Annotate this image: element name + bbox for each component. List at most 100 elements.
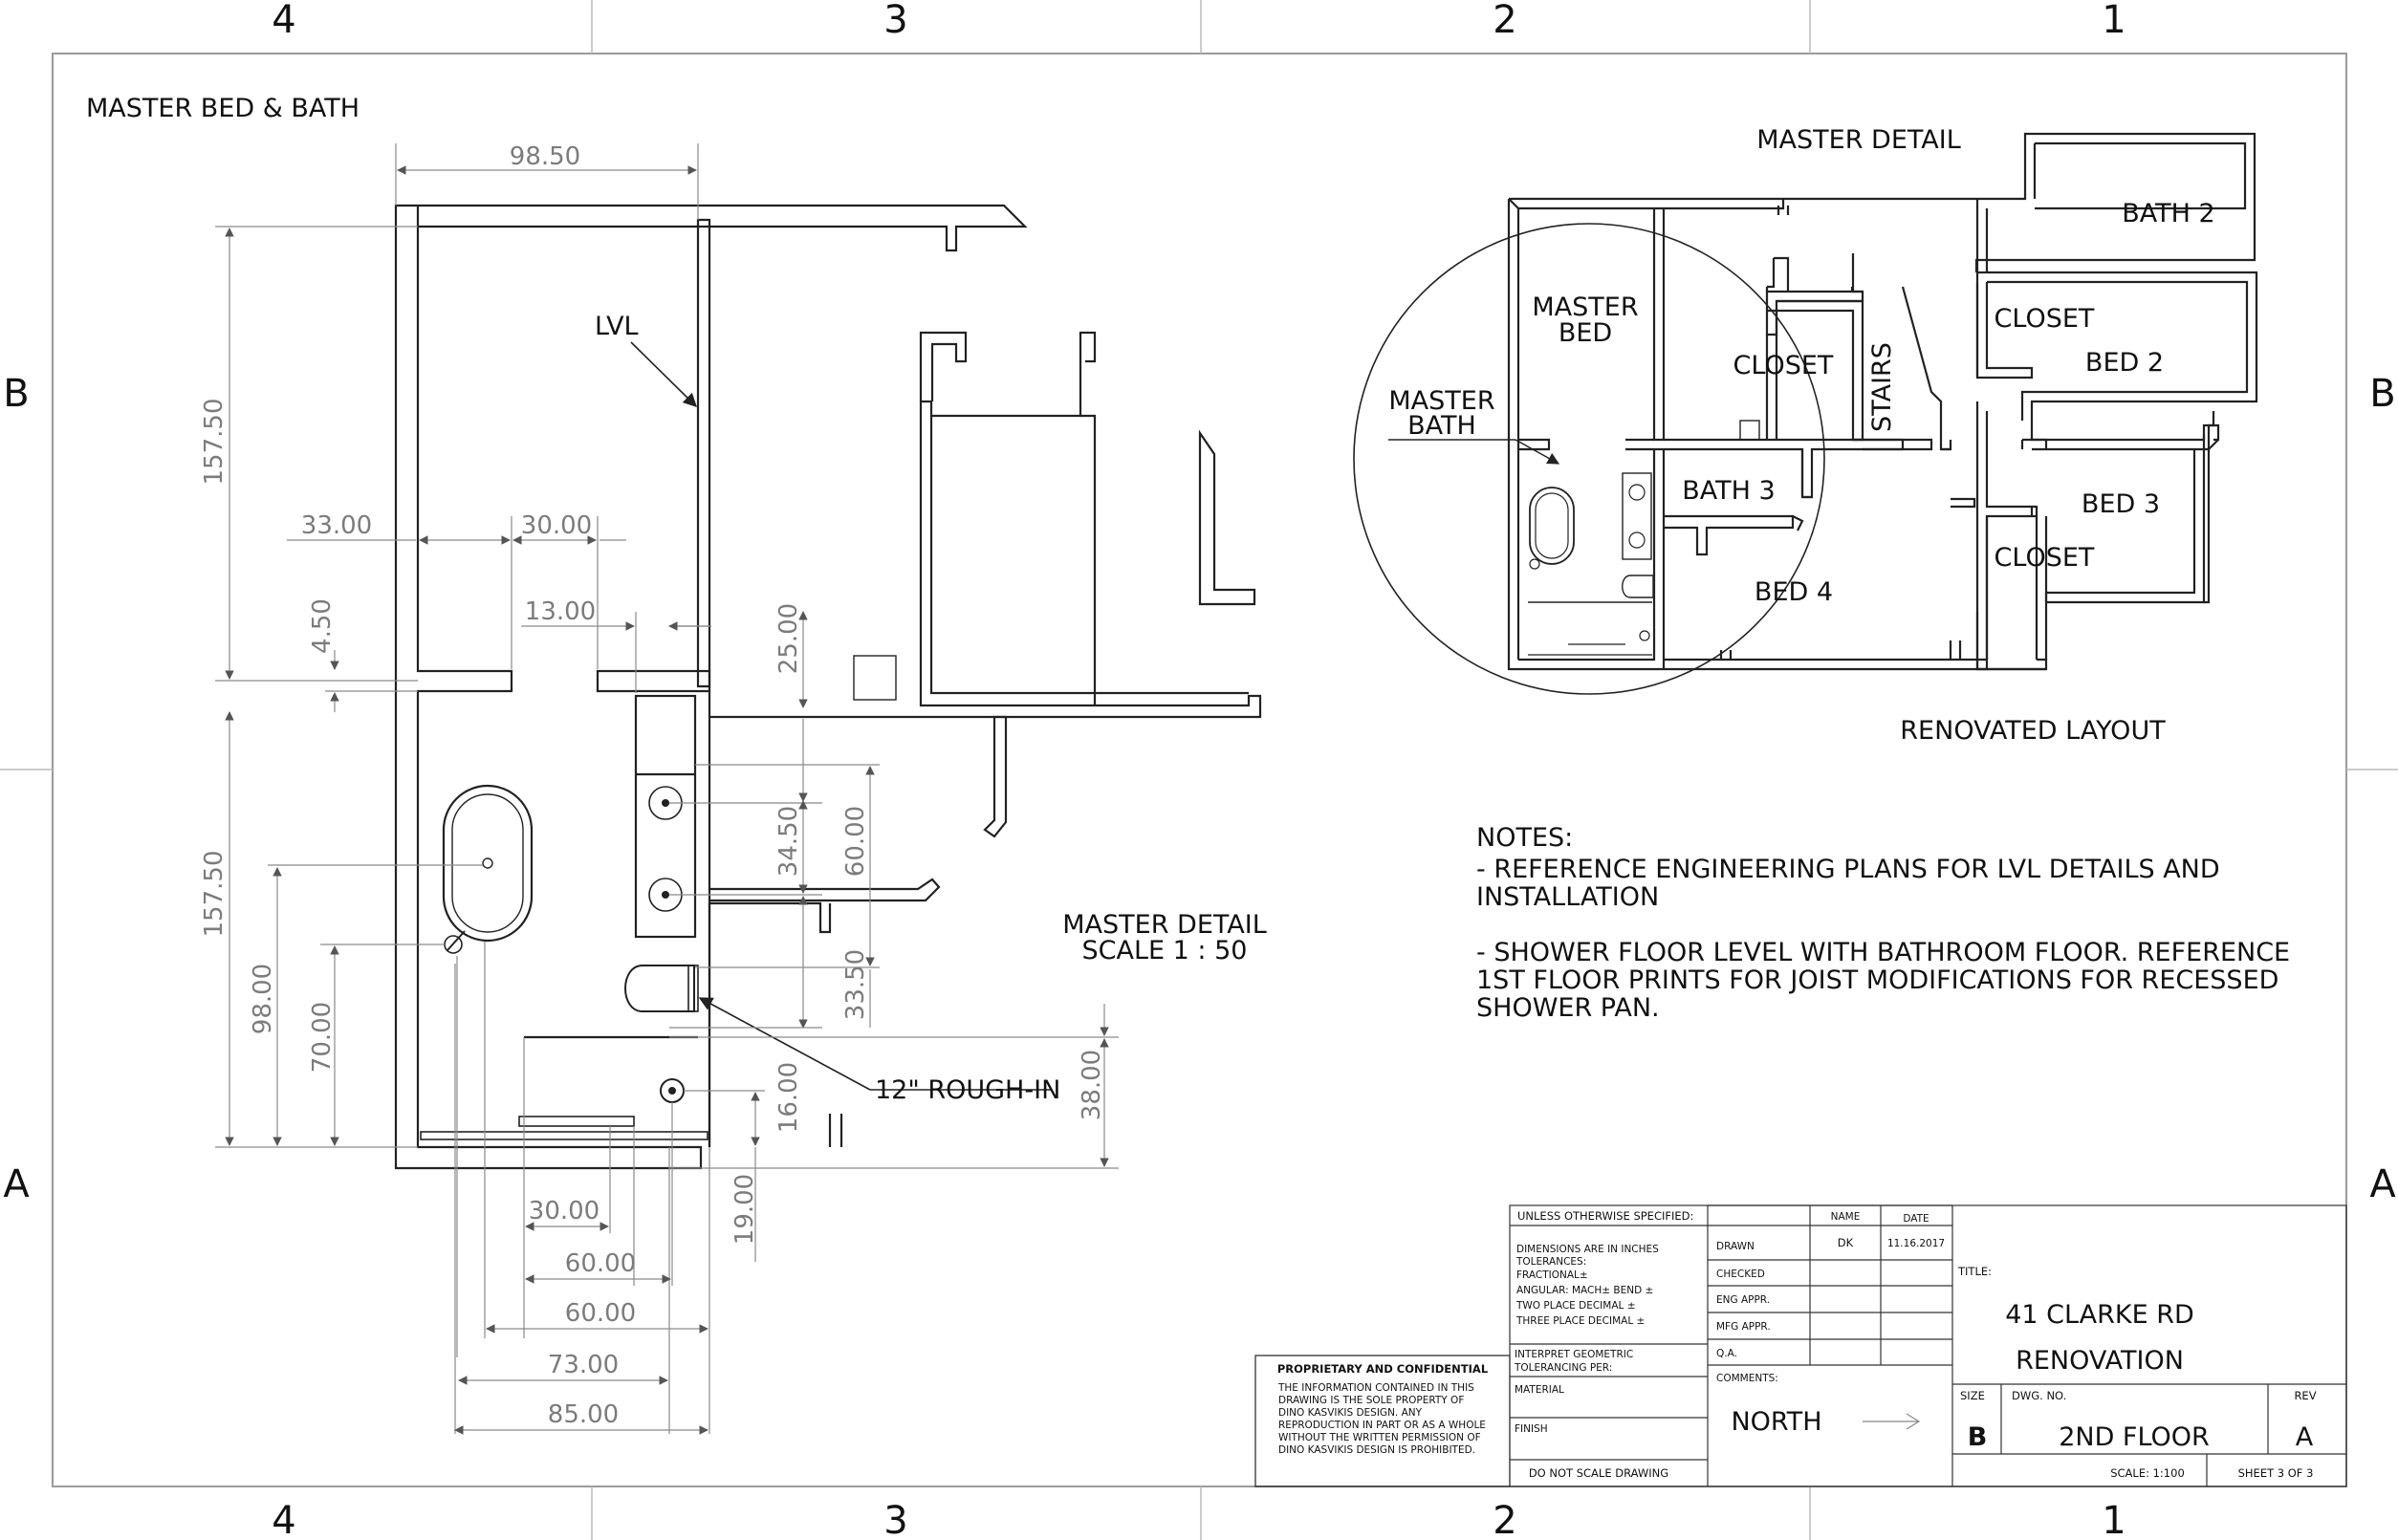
master-plan-title: MASTER BED & BATH bbox=[86, 94, 360, 123]
row-label-qa: Q.A. bbox=[1716, 1348, 1737, 1359]
row-label-checked: CHECKED bbox=[1716, 1269, 1765, 1280]
tolerance-line-3: FRACTIONAL± bbox=[1516, 1269, 1588, 1281]
title-line-1: 41 CLARKE RD bbox=[2005, 1300, 2194, 1330]
zone-row-b-left: B bbox=[3, 372, 29, 416]
date-header: DATE bbox=[1903, 1213, 1929, 1225]
note1-line1: - REFERENCE ENGINEERING PLANS FOR LVL DE… bbox=[1476, 855, 2220, 884]
tolerance-line-6: THREE PLACE DECIMAL ± bbox=[1515, 1315, 1645, 1327]
notes-heading: NOTES: bbox=[1476, 823, 1573, 853]
finish-label: FINISH bbox=[1515, 1423, 1548, 1435]
master-detail-view-name: MASTER DETAIL bbox=[1062, 910, 1267, 940]
dim-25-00: 25.00 bbox=[774, 603, 803, 674]
dim-60-00-bottom-b: 60.00 bbox=[565, 1299, 636, 1328]
proprietary-heading: PROPRIETARY AND CONFIDENTIAL bbox=[1277, 1362, 1489, 1376]
renovated-layout-caption: RENOVATED LAYOUT bbox=[1900, 716, 2166, 746]
note1-line2: INSTALLATION bbox=[1476, 882, 1659, 912]
zone-col-1-top: 1 bbox=[2102, 0, 2126, 42]
dim-19-00: 19.00 bbox=[730, 1174, 759, 1245]
proprietary-line-5: WITHOUT THE WRITTEN PERMISSION OF bbox=[1278, 1432, 1481, 1443]
row-label-drawn: DRAWN bbox=[1716, 1241, 1755, 1252]
dim-70-00: 70.00 bbox=[308, 1002, 337, 1073]
zone-col-3-top: 3 bbox=[883, 0, 907, 42]
dim-16-00: 16.00 bbox=[774, 1062, 803, 1133]
room-master-bath-line1: MASTER bbox=[1388, 386, 1494, 416]
dim-38-00: 38.00 bbox=[1078, 1050, 1106, 1120]
vanity-sinks bbox=[648, 786, 683, 912]
unless-specified-label: UNLESS OTHERWISE SPECIFIED: bbox=[1517, 1209, 1693, 1223]
dim-30-00-door: 30.00 bbox=[521, 511, 592, 540]
room-bath2: BATH 2 bbox=[2122, 199, 2214, 228]
proprietary-line-4: REPRODUCTION IN PART OR AS A WHOLE bbox=[1278, 1420, 1486, 1431]
note2-line3: SHOWER PAN. bbox=[1476, 993, 1660, 1023]
zone-col-4-bottom: 4 bbox=[272, 1499, 295, 1540]
layout-walls bbox=[1507, 132, 2258, 671]
dim-98-50: 98.50 bbox=[510, 142, 580, 171]
interpret-line-2: TOLERANCING PER: bbox=[1514, 1362, 1612, 1374]
note2-line1: - SHOWER FLOOR LEVEL WITH BATHROOM FLOOR… bbox=[1476, 938, 2290, 967]
dim-4-50: 4.50 bbox=[308, 598, 337, 654]
dwg-no-label: DWG. NO. bbox=[2012, 1389, 2066, 1402]
rough-in-leader bbox=[698, 997, 871, 1091]
zone-row-b-right: B bbox=[2369, 372, 2395, 416]
zone-col-2-top: 2 bbox=[1493, 0, 1516, 42]
proprietary-line-6: DINO KASVIKIS DESIGN IS PROHIBITED. bbox=[1278, 1444, 1475, 1456]
zone-col-1-bottom: 1 bbox=[2102, 1499, 2126, 1540]
title-block: UNLESS OTHERWISE SPECIFIED: DIMENSIONS A… bbox=[1509, 1204, 2347, 1487]
note2-line2: 1ST FLOOR PRINTS FOR JOIST MODIFICATIONS… bbox=[1476, 965, 2278, 995]
scale-value: SCALE: 1:100 bbox=[2110, 1466, 2185, 1480]
room-master-bath-line2: BATH bbox=[1407, 411, 1476, 441]
zone-col-3-bottom: 3 bbox=[883, 1499, 907, 1540]
size-label: SIZE bbox=[1960, 1389, 1985, 1402]
proprietary-box: PROPRIETARY AND CONFIDENTIAL THE INFORMA… bbox=[1254, 1355, 1511, 1487]
room-bed4: BED 4 bbox=[1755, 577, 1833, 607]
toilet bbox=[624, 965, 699, 1012]
lvl-label: LVL bbox=[595, 312, 639, 341]
title-line-2: RENOVATION bbox=[2016, 1346, 2184, 1376]
dim-60-00-vertical: 60.00 bbox=[841, 806, 870, 877]
room-master-bed-line2: BED bbox=[1559, 318, 1612, 348]
zone-col-2-bottom: 2 bbox=[1493, 1499, 1516, 1540]
dim-157-50-lower: 157.50 bbox=[200, 851, 229, 938]
layout-fixtures bbox=[1528, 472, 1654, 656]
layout-room-labels: BATH 2 CLOSET BED 2 MASTER BED CLOSET ST… bbox=[1388, 199, 2214, 607]
layout-detail-title: MASTER DETAIL bbox=[1756, 125, 1961, 155]
proprietary-line-2: DRAWING IS THE SOLE PROPERTY OF bbox=[1278, 1395, 1464, 1406]
tolerance-line-4: ANGULAR: MACH± BEND ± bbox=[1516, 1285, 1653, 1296]
room-stairs: STAIRS bbox=[1867, 342, 1897, 432]
shower bbox=[420, 1035, 708, 1140]
sheet-value: SHEET 3 OF 3 bbox=[2238, 1466, 2314, 1480]
master-plan-walls bbox=[394, 204, 1262, 1170]
name-header: NAME bbox=[1831, 1211, 1861, 1223]
master-detail-view-scale: SCALE 1 : 50 bbox=[1082, 936, 1248, 965]
zone-labels: 4 3 2 1 4 3 2 1 B B A A bbox=[3, 0, 2396, 1540]
room-bed2: BED 2 bbox=[2085, 348, 2164, 378]
proprietary-line-3: DINO KASVIKIS DESIGN. ANY bbox=[1278, 1407, 1423, 1419]
room-bed3: BED 3 bbox=[2082, 489, 2160, 519]
tolerance-line-1: DIMENSIONS ARE IN INCHES bbox=[1516, 1244, 1659, 1255]
dim-13-00: 13.00 bbox=[525, 597, 596, 626]
room-closet-lower-right: CLOSET bbox=[1995, 543, 2095, 573]
rough-in-label: 12" ROUGH-IN bbox=[875, 1075, 1060, 1105]
dim-60-00-bottom-a: 60.00 bbox=[565, 1249, 636, 1278]
do-not-scale-label: DO NOT SCALE DRAWING bbox=[1529, 1466, 1668, 1480]
room-closet-center: CLOSET bbox=[1733, 351, 1834, 380]
size-value: B bbox=[1968, 1422, 1988, 1452]
dim-98-00: 98.00 bbox=[249, 964, 277, 1034]
tolerance-line-2: TOLERANCES: bbox=[1515, 1256, 1586, 1268]
notes: NOTES: - REFERENCE ENGINEERING PLANS FOR… bbox=[1476, 823, 2290, 1023]
zone-col-4-top: 4 bbox=[272, 0, 295, 42]
room-bath3: BATH 3 bbox=[1682, 476, 1775, 506]
zone-row-a-left: A bbox=[3, 1162, 30, 1206]
dim-73-00: 73.00 bbox=[548, 1351, 619, 1379]
rev-value: A bbox=[2296, 1422, 2314, 1452]
row-label-eng-appr: ENG APPR. bbox=[1716, 1294, 1770, 1306]
dim-30-00-bottom: 30.00 bbox=[529, 1197, 600, 1225]
dim-33-00: 33.00 bbox=[301, 511, 372, 540]
dim-85-00: 85.00 bbox=[548, 1400, 619, 1429]
dim-33-50: 33.50 bbox=[841, 949, 870, 1020]
bathtub bbox=[442, 784, 534, 954]
lvl-leader bbox=[630, 341, 698, 408]
dwg-no-value: 2ND FLOOR bbox=[2059, 1422, 2210, 1452]
room-master-bed-line1: MASTER bbox=[1532, 293, 1638, 322]
